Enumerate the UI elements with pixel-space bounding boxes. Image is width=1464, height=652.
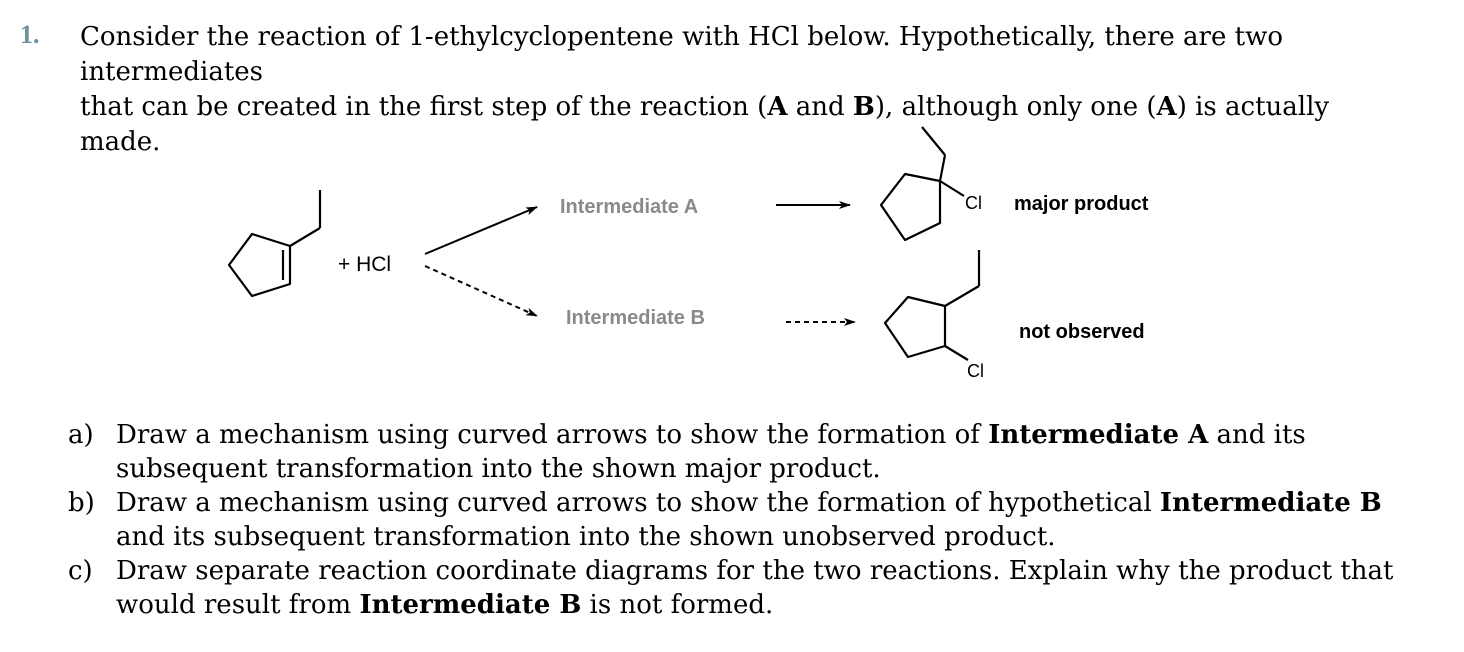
unobserved-product-structure bbox=[883, 250, 981, 361]
solid-arrow-to-intermediate-a bbox=[424, 206, 538, 255]
major-product-structure bbox=[879, 126, 965, 242]
intro-label-a-2: A bbox=[1156, 92, 1177, 122]
part-b-text-2: and its subsequent transformation into t… bbox=[116, 522, 1056, 552]
intro-label-b: B bbox=[852, 92, 875, 122]
part-a: a) Draw a mechanism using curved arrows … bbox=[68, 418, 1408, 486]
intermediate-a-label: Intermediate A bbox=[560, 196, 698, 218]
part-c: c) Draw separate reaction coordinate dia… bbox=[68, 554, 1408, 622]
reaction-scheme: + HCl Intermediate A Intermediate B Cl m… bbox=[227, 126, 1149, 381]
intro-and: and bbox=[787, 92, 853, 122]
intermediate-b-label: Intermediate B bbox=[566, 307, 705, 329]
part-a-bold: Intermediate A bbox=[988, 420, 1209, 450]
not-observed-label: not observed bbox=[1019, 321, 1145, 343]
reagent-hcl: + HCl bbox=[338, 253, 391, 276]
part-a-text-2: and its subsequent transformation into t… bbox=[116, 420, 1306, 484]
dashed-arrow-to-intermediate-b bbox=[424, 265, 538, 317]
part-c-bold: Intermediate B bbox=[359, 590, 582, 620]
chlorine-label-unobserved: Cl bbox=[967, 361, 984, 381]
part-c-text-2: is not formed. bbox=[581, 590, 774, 620]
part-c-text-1: Draw separate reaction coordinate diagra… bbox=[116, 556, 1394, 620]
part-c-label: c) bbox=[68, 556, 93, 586]
part-b: b) Draw a mechanism using curved arrows … bbox=[68, 486, 1408, 554]
question-intro: Consider the reaction of 1-ethylcyclopen… bbox=[80, 20, 1410, 160]
intro-line-1: Consider the reaction of 1-ethylcyclopen… bbox=[80, 22, 1283, 87]
part-b-bold: Intermediate B bbox=[1159, 488, 1382, 518]
question-number: 1. bbox=[20, 20, 40, 49]
starting-material-structure bbox=[227, 190, 322, 298]
question-parts-list: a) Draw a mechanism using curved arrows … bbox=[68, 418, 1408, 622]
part-b-label: b) bbox=[68, 488, 95, 518]
intro-line-2-part-c: ) is actually made. bbox=[80, 92, 1330, 157]
chlorine-label-major: Cl bbox=[965, 193, 982, 213]
intro-label-a: A bbox=[767, 92, 788, 122]
intro-line-2-part-a: that can be created in the first step of… bbox=[80, 92, 768, 122]
part-a-text-1: Draw a mechanism using curved arrows to … bbox=[116, 420, 989, 450]
major-product-label: major product bbox=[1014, 193, 1149, 215]
intro-line-2-part-b: ), although only one ( bbox=[874, 92, 1157, 122]
part-b-text-1: Draw a mechanism using curved arrows to … bbox=[116, 488, 1160, 518]
part-a-label: a) bbox=[68, 420, 94, 450]
